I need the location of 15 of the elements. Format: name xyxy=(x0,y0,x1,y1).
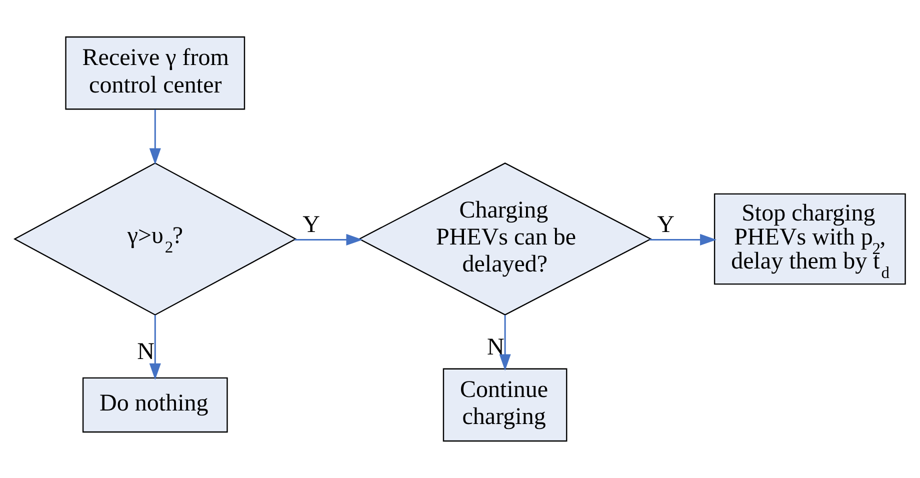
arrow xyxy=(499,315,511,371)
node-diamond: Charging PHEVs can be delayed? xyxy=(358,162,652,316)
node-box: Stop charging PHEVs with p$_{2}$, delay them by t$_{d}$ xyxy=(714,193,906,285)
edge-label: Y xyxy=(657,212,674,238)
arrow xyxy=(149,315,161,380)
node-box: Receive γ from control center xyxy=(65,36,246,110)
arrow xyxy=(649,234,717,246)
arrow xyxy=(149,109,161,165)
edge-label: Y xyxy=(302,212,320,238)
edge-label: N xyxy=(137,338,154,365)
node-diamond: γ>υ$_{2}$? xyxy=(13,162,297,316)
edge-label: N xyxy=(487,334,504,360)
node-box: Do nothing xyxy=(82,377,228,433)
arrow xyxy=(294,234,363,246)
node-box: Continue charging xyxy=(442,368,568,442)
